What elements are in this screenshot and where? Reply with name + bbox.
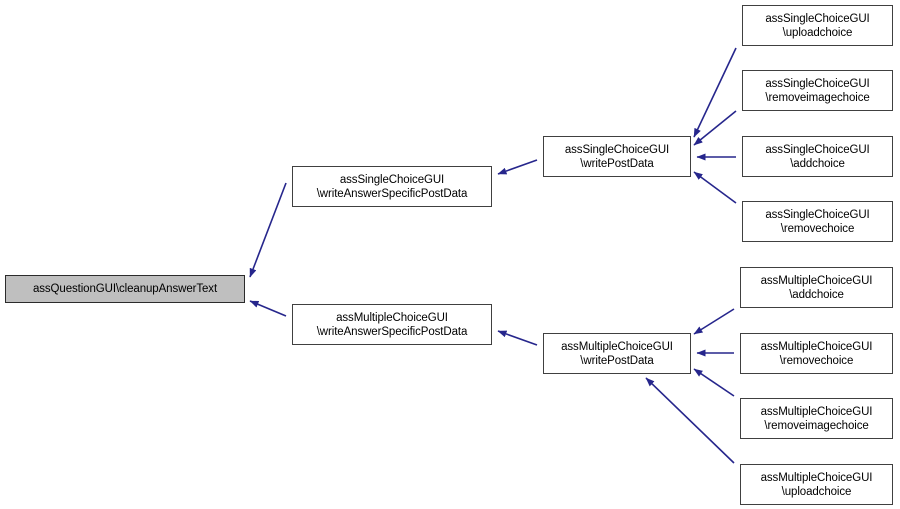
node-label-line: \addchoice bbox=[790, 157, 845, 170]
node-assSingleChoiceGUI-writeAnswerSpecificPostData[interactable]: assSingleChoiceGUI\writeAnswerSpecificPo… bbox=[292, 166, 492, 207]
node-label-line: assMultipleChoiceGUI bbox=[760, 471, 873, 484]
node-label-line: \writeAnswerSpecificPostData bbox=[316, 187, 468, 200]
edge-sc_remove-to-sc_wpd bbox=[693, 171, 737, 204]
edge-mc_wpd-to-mc_wasp bbox=[497, 330, 538, 346]
node-label-line: \writePostData bbox=[580, 354, 654, 367]
node-assSingleChoiceGUI-writePostData[interactable]: assSingleChoiceGUI\writePostData bbox=[543, 136, 691, 177]
node-label-line: assSingleChoiceGUI bbox=[765, 12, 870, 25]
edge-sc_removeimage-to-sc_wpd bbox=[693, 110, 737, 146]
node-label-line: \writeAnswerSpecificPostData bbox=[316, 325, 468, 338]
node-label-line: assMultipleChoiceGUI bbox=[760, 405, 873, 418]
graph-edges bbox=[249, 47, 737, 464]
node-label-line: assMultipleChoiceGUI bbox=[336, 311, 448, 324]
edge-sc_wasp-to-root bbox=[249, 182, 287, 278]
edge-mc_add-to-mc_wpd bbox=[693, 308, 735, 335]
node-label-line: assSingleChoiceGUI bbox=[339, 173, 445, 186]
node-label-line: assMultipleChoiceGUI bbox=[760, 274, 873, 287]
node-assSingleChoiceGUI-uploadchoice[interactable]: assSingleChoiceGUI\uploadchoice bbox=[742, 5, 893, 46]
node-label-line: assQuestionGUI\cleanupAnswerText bbox=[32, 283, 218, 295]
node-label-line: assMultipleChoiceGUI bbox=[760, 340, 873, 353]
node-label-line: assSingleChoiceGUI bbox=[564, 143, 670, 156]
node-label-line: \writePostData bbox=[580, 157, 654, 170]
node-assQuestionGUI-cleanupAnswerText[interactable]: assQuestionGUI\cleanupAnswerText bbox=[5, 275, 245, 303]
node-assMultipleChoiceGUI-removechoice[interactable]: assMultipleChoiceGUI\removechoice bbox=[740, 333, 893, 374]
node-assMultipleChoiceGUI-writeAnswerSpecificPostData[interactable]: assMultipleChoiceGUI\writeAnswerSpecific… bbox=[292, 304, 492, 345]
node-assMultipleChoiceGUI-uploadchoice[interactable]: assMultipleChoiceGUI\uploadchoice bbox=[740, 464, 893, 505]
node-label-line: assMultipleChoiceGUI bbox=[561, 340, 673, 353]
node-label-line: \uploadchoice bbox=[781, 485, 852, 498]
edge-mc_wasp-to-root bbox=[249, 300, 287, 317]
node-label-line: \removeimagechoice bbox=[765, 91, 870, 104]
node-label-line: \removechoice bbox=[779, 354, 854, 367]
node-assMultipleChoiceGUI-removeimagechoice[interactable]: assMultipleChoiceGUI\removeimagechoice bbox=[740, 398, 893, 439]
node-label-line: \removeimagechoice bbox=[764, 419, 869, 432]
node-label-line: assSingleChoiceGUI bbox=[765, 208, 870, 221]
node-label-line: \removechoice bbox=[780, 222, 855, 235]
node-label-line: assSingleChoiceGUI bbox=[765, 143, 870, 156]
node-label-line: assSingleChoiceGUI bbox=[765, 77, 870, 90]
edge-mc_removeimage-to-mc_wpd bbox=[693, 368, 735, 397]
edge-mc_upload-to-mc_wpd bbox=[645, 377, 735, 464]
edge-sc_upload-to-sc_wpd bbox=[693, 47, 737, 138]
edge-sc_wpd-to-sc_wasp bbox=[497, 159, 538, 175]
node-assSingleChoiceGUI-removeimagechoice[interactable]: assSingleChoiceGUI\removeimagechoice bbox=[742, 70, 893, 111]
node-label-line: \uploadchoice bbox=[782, 26, 853, 39]
node-assSingleChoiceGUI-removechoice[interactable]: assSingleChoiceGUI\removechoice bbox=[742, 201, 893, 242]
node-label-line: \addchoice bbox=[789, 288, 844, 301]
node-assMultipleChoiceGUI-addchoice[interactable]: assMultipleChoiceGUI\addchoice bbox=[740, 267, 893, 308]
node-assSingleChoiceGUI-addchoice[interactable]: assSingleChoiceGUI\addchoice bbox=[742, 136, 893, 177]
node-assMultipleChoiceGUI-writePostData[interactable]: assMultipleChoiceGUI\writePostData bbox=[543, 333, 691, 374]
